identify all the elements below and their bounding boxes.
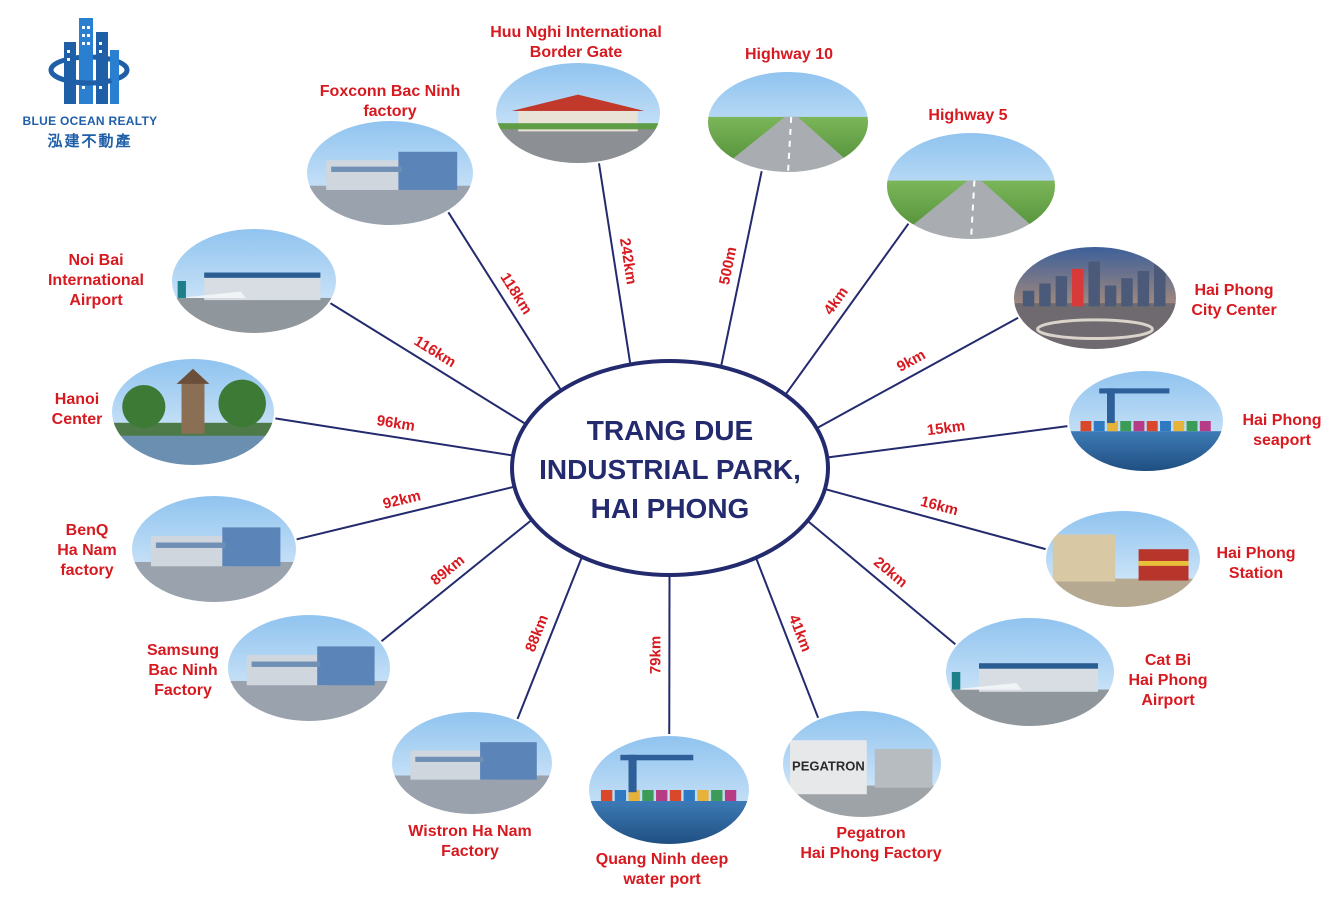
wistron-distance-label: 88km — [522, 612, 552, 654]
noi-bai-connector-line — [329, 301, 527, 425]
hp-station-photo — [1045, 510, 1201, 608]
cat-bi-name-line-1: Cat Bi — [1145, 652, 1191, 669]
huu-nghi-connector-line — [597, 162, 632, 365]
benq-name-line-2: Ha Nam — [57, 542, 117, 559]
hanoi-name-line-2: Center — [52, 411, 103, 428]
hanoi-distance-label: 96km — [376, 412, 417, 435]
hp-seaport-name-line-1: Hai Phong — [1242, 412, 1321, 429]
benq-name-line-3: factory — [60, 562, 113, 579]
highway-10-connector-line — [720, 170, 763, 367]
quang-ninh-name-line-2: water port — [622, 871, 701, 888]
foxconn-connector-line — [446, 210, 563, 391]
hp-city-center-name-line-1: Hai Phong — [1194, 282, 1273, 299]
center-node: TRANG DUE INDUSTRIAL PARK, HAI PHONG — [510, 359, 830, 577]
huu-nghi-name-line-1: Huu Nghi International — [490, 24, 662, 41]
hp-station-connector-line — [824, 488, 1047, 551]
benq-distance-label: 92km — [381, 487, 422, 513]
cat-bi-name-line-3: Airport — [1141, 692, 1195, 709]
cat-bi-connector-line — [806, 519, 957, 646]
pegatron-sign-text: PEGATRON — [792, 758, 865, 773]
noi-bai-distance-label: 116km — [411, 333, 459, 372]
pegatron-connector-line — [755, 557, 820, 720]
highway-5-connector-line — [784, 222, 910, 396]
samsung-name-line-1: Samsung — [147, 642, 219, 659]
hp-station-name-line-2: Station — [1229, 565, 1283, 582]
cat-bi-name-line-2: Hai Phong — [1128, 672, 1207, 689]
wistron-photo — [391, 711, 553, 815]
hanoi-connector-line — [274, 417, 514, 457]
samsung-photo — [227, 614, 391, 722]
highway-10-name-line-1: Highway 10 — [745, 46, 833, 63]
pegatron-photo: PEGATRON — [782, 710, 942, 818]
benq-photo — [131, 495, 297, 603]
cat-bi-distance-label: 20km — [870, 554, 910, 592]
huu-nghi-photo — [495, 62, 661, 164]
hanoi-name-line-1: Hanoi — [55, 391, 99, 408]
highway-10-distance-label: 500m — [716, 245, 740, 286]
wistron-name-line-1: Wistron Ha Nam — [408, 823, 531, 840]
hp-city-center-name-line-2: City Center — [1191, 302, 1276, 319]
center-title-line-3: HAI PHONG — [591, 493, 750, 524]
hp-city-center-connector-line — [816, 316, 1020, 430]
hp-city-center-distance-label: 9km — [894, 346, 929, 375]
hp-seaport-distance-label: 15km — [926, 417, 966, 439]
benq-connector-line — [295, 485, 515, 541]
wistron-name-line-2: Factory — [441, 843, 499, 860]
huu-nghi-distance-label: 242km — [616, 237, 640, 286]
noi-bai-name-line-3: Airport — [69, 292, 123, 309]
highway-5-distance-label: 4km — [821, 284, 852, 318]
foxconn-distance-label: 118km — [496, 270, 535, 318]
center-title-line-2: INDUSTRIAL PARK, — [539, 454, 801, 485]
benq-name-line-1: BenQ — [66, 522, 109, 539]
brand-name: BLUE OCEAN REALTY — [22, 114, 158, 128]
quang-ninh-name-line-1: Quang Ninh deep — [596, 851, 729, 868]
quang-ninh-distance-label: 79km — [647, 636, 664, 674]
huu-nghi-name-line-2: Border Gate — [530, 44, 623, 61]
hp-seaport-connector-line — [827, 425, 1069, 459]
pegatron-name-line-2: Hai Phong Factory — [800, 845, 941, 862]
foxconn-name-line-2: factory — [363, 103, 416, 120]
pegatron-name-line-1: Pegatron — [836, 825, 905, 842]
wistron-connector-line — [516, 556, 583, 721]
brand-logo-icon — [48, 18, 130, 104]
hp-city-center-photo — [1013, 246, 1177, 350]
noi-bai-name-line-1: Noi Bai — [68, 252, 123, 269]
samsung-name-line-2: Bac Ninh — [148, 662, 217, 679]
hp-station-name-line-1: Hai Phong — [1216, 545, 1295, 562]
samsung-connector-line — [380, 519, 533, 643]
highway-5-photo — [886, 132, 1056, 240]
highway-5-name-line-1: Highway 5 — [928, 107, 1007, 124]
samsung-distance-label: 89km — [428, 552, 469, 589]
noi-bai-name-line-2: International — [48, 272, 144, 289]
pegatron-distance-label: 41km — [785, 612, 815, 654]
samsung-name-line-3: Factory — [154, 682, 212, 699]
hp-seaport-name-line-2: seaport — [1253, 432, 1311, 449]
center-title-line-1: TRANG DUE — [587, 415, 753, 446]
hp-seaport-photo — [1068, 370, 1224, 472]
foxconn-name-line-1: Foxconn Bac Ninh — [320, 83, 460, 100]
brand-chinese-name: 泓建不動產 — [47, 132, 133, 150]
